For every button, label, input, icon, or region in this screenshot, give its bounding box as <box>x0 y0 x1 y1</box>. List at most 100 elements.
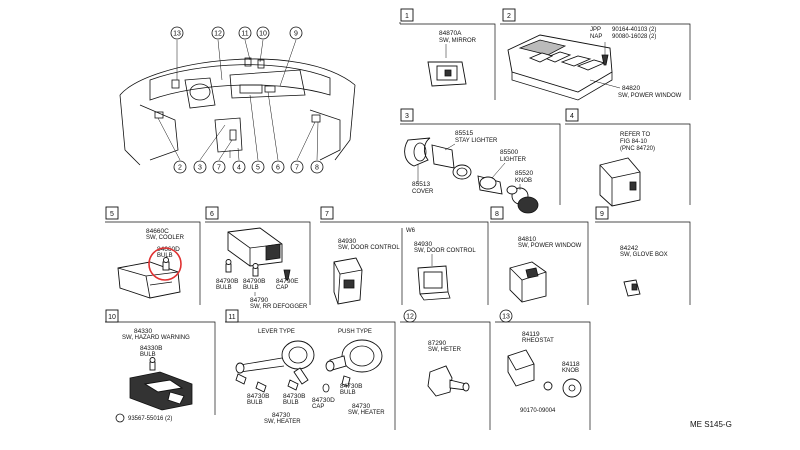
section-3: 3 85515 STAY LIGHTER 85500 LIGHTER 85520… <box>400 108 561 214</box>
section-6: 6 84790B BULB 84790B BULB 84790E CAP 847… <box>205 206 311 310</box>
svg-text:(PNC 84720): (PNC 84720) <box>620 146 655 152</box>
section-number-12: 12 <box>403 309 417 323</box>
section-2: 2 JPP 90164-40103 (2) NAP 90080-16028 (2… <box>500 8 691 101</box>
section-number-9: 9 <box>595 206 609 220</box>
section-number-5: 5 <box>105 206 119 220</box>
svg-text:84930: 84930 <box>414 241 432 248</box>
svg-text:FIG 84-10: FIG 84-10 <box>620 139 648 145</box>
svg-text:BULB: BULB <box>247 400 263 406</box>
rheostat <box>507 349 553 391</box>
svg-text:11: 11 <box>228 314 235 321</box>
svg-text:7: 7 <box>217 165 221 172</box>
svg-text:90164-40103 (2): 90164-40103 (2) <box>612 27 656 33</box>
svg-text:93567-55016 (2): 93567-55016 (2) <box>128 416 172 422</box>
cooler-bulb <box>162 257 170 271</box>
svg-text:1: 1 <box>405 13 409 20</box>
rr-defogger-switch <box>227 227 283 267</box>
lever-bulb-1 <box>235 373 247 385</box>
heater-switch-12 <box>427 365 470 397</box>
svg-text:3: 3 <box>405 113 409 120</box>
section-4: 4 REFER TO FIG 84-10 (PNC 84720) <box>565 108 691 207</box>
svg-text:5: 5 <box>110 211 114 218</box>
svg-text:13: 13 <box>502 314 510 321</box>
svg-text:SW, HEATER: SW, HEATER <box>264 419 301 425</box>
svg-text:SW, HEATER: SW, HEATER <box>348 410 385 416</box>
section-12: 12 87290 SW, HETER <box>400 309 491 430</box>
section-1: 1 84870A SW, MIRROR <box>399 8 496 100</box>
section-number-2: 2 <box>502 8 516 22</box>
svg-text:LIGHTER: LIGHTER <box>500 157 527 163</box>
svg-text:84330: 84330 <box>134 328 152 335</box>
svg-text:LEVER TYPE: LEVER TYPE <box>258 329 295 335</box>
svg-text:SW, POWER WINDOW: SW, POWER WINDOW <box>518 243 582 249</box>
lighter-knob <box>506 185 539 214</box>
svg-text:BULB: BULB <box>216 285 232 291</box>
svg-text:84790E: 84790E <box>276 278 299 285</box>
svg-text:BULB: BULB <box>157 253 173 259</box>
hazard-bulb <box>149 357 156 371</box>
callout-7: 7 <box>212 160 226 174</box>
section-number-11: 11 <box>225 309 239 323</box>
svg-text:84790: 84790 <box>250 297 268 304</box>
svg-text:5: 5 <box>256 165 260 172</box>
svg-text:SW, GLOVE BOX: SW, GLOVE BOX <box>620 252 668 258</box>
cooler-switch <box>117 261 181 299</box>
svg-text:CAP: CAP <box>276 285 288 291</box>
svg-text:SW, COOLER: SW, COOLER <box>146 235 185 241</box>
section-11: 11 LEVER TYPE PUSH TYPE 84730B BULB 8473… <box>225 309 396 430</box>
lever-bulb-3 <box>287 379 299 391</box>
svg-text:84930: 84930 <box>338 238 356 245</box>
section-9: 9 84242 SW, GLOVE BOX <box>595 206 691 305</box>
svg-text:84810: 84810 <box>518 236 536 243</box>
svg-text:8: 8 <box>315 165 319 172</box>
callout-8: 8 <box>310 160 324 174</box>
svg-text:13: 13 <box>173 31 181 38</box>
svg-text:84790B: 84790B <box>216 278 238 285</box>
svg-text:11: 11 <box>241 31 248 38</box>
section-number-1: 1 <box>400 8 414 22</box>
section-number-6: 6 <box>205 206 219 220</box>
lighter-body <box>477 175 503 195</box>
svg-text:STAY LIGHTER: STAY LIGHTER <box>455 138 498 144</box>
mirror-switch <box>427 61 467 87</box>
callout-7b: 7 <box>290 160 304 174</box>
svg-text:84820: 84820 <box>622 85 640 92</box>
dashboard-overview: 13 12 11 10 9 2 3 7 4 5 6 7 8 <box>119 26 356 174</box>
svg-text:SW, HAZARD WARNING: SW, HAZARD WARNING <box>122 335 190 341</box>
callout-12: 12 <box>211 26 225 40</box>
svg-text:87290: 87290 <box>428 340 446 347</box>
callout-10: 10 <box>256 26 270 40</box>
svg-text:90080-16028 (2): 90080-16028 (2) <box>612 34 656 40</box>
svg-text:90170-09004: 90170-09004 <box>520 408 556 414</box>
callout-5: 5 <box>251 160 265 174</box>
svg-text:12: 12 <box>406 314 414 321</box>
svg-text:2: 2 <box>507 13 511 20</box>
svg-text:84790B: 84790B <box>243 278 265 285</box>
svg-text:SW, HETER: SW, HETER <box>428 347 462 353</box>
svg-text:9: 9 <box>600 211 604 218</box>
svg-text:6: 6 <box>210 211 214 218</box>
callout-11: 11 <box>238 26 252 40</box>
svg-text:85515: 85515 <box>455 130 473 137</box>
svg-text:84730D: 84730D <box>312 397 335 404</box>
svg-text:KNOB: KNOB <box>562 368 579 374</box>
svg-text:84118: 84118 <box>562 361 580 368</box>
svg-text:SW, DOOR CONTROL: SW, DOOR CONTROL <box>414 248 476 254</box>
svg-text:KNOB: KNOB <box>515 178 532 184</box>
heater-switch-lever <box>235 340 315 385</box>
lever-bulb-2 <box>255 381 267 393</box>
svg-text:REFER TO: REFER TO <box>620 132 650 138</box>
svg-text:84660C: 84660C <box>146 228 169 235</box>
drawing-reference: ME S145-G <box>690 420 732 429</box>
callout-9: 9 <box>289 26 303 40</box>
push-bulb <box>341 375 351 387</box>
svg-text:84119: 84119 <box>522 331 540 338</box>
svg-text:84730B: 84730B <box>340 383 362 390</box>
svg-text:84730: 84730 <box>272 412 290 419</box>
svg-text:84870A: 84870A <box>439 30 462 37</box>
glove-box-switch <box>623 279 641 297</box>
svg-text:9: 9 <box>294 31 298 38</box>
section-number-4: 4 <box>565 108 579 122</box>
svg-text:CAP: CAP <box>312 404 324 410</box>
